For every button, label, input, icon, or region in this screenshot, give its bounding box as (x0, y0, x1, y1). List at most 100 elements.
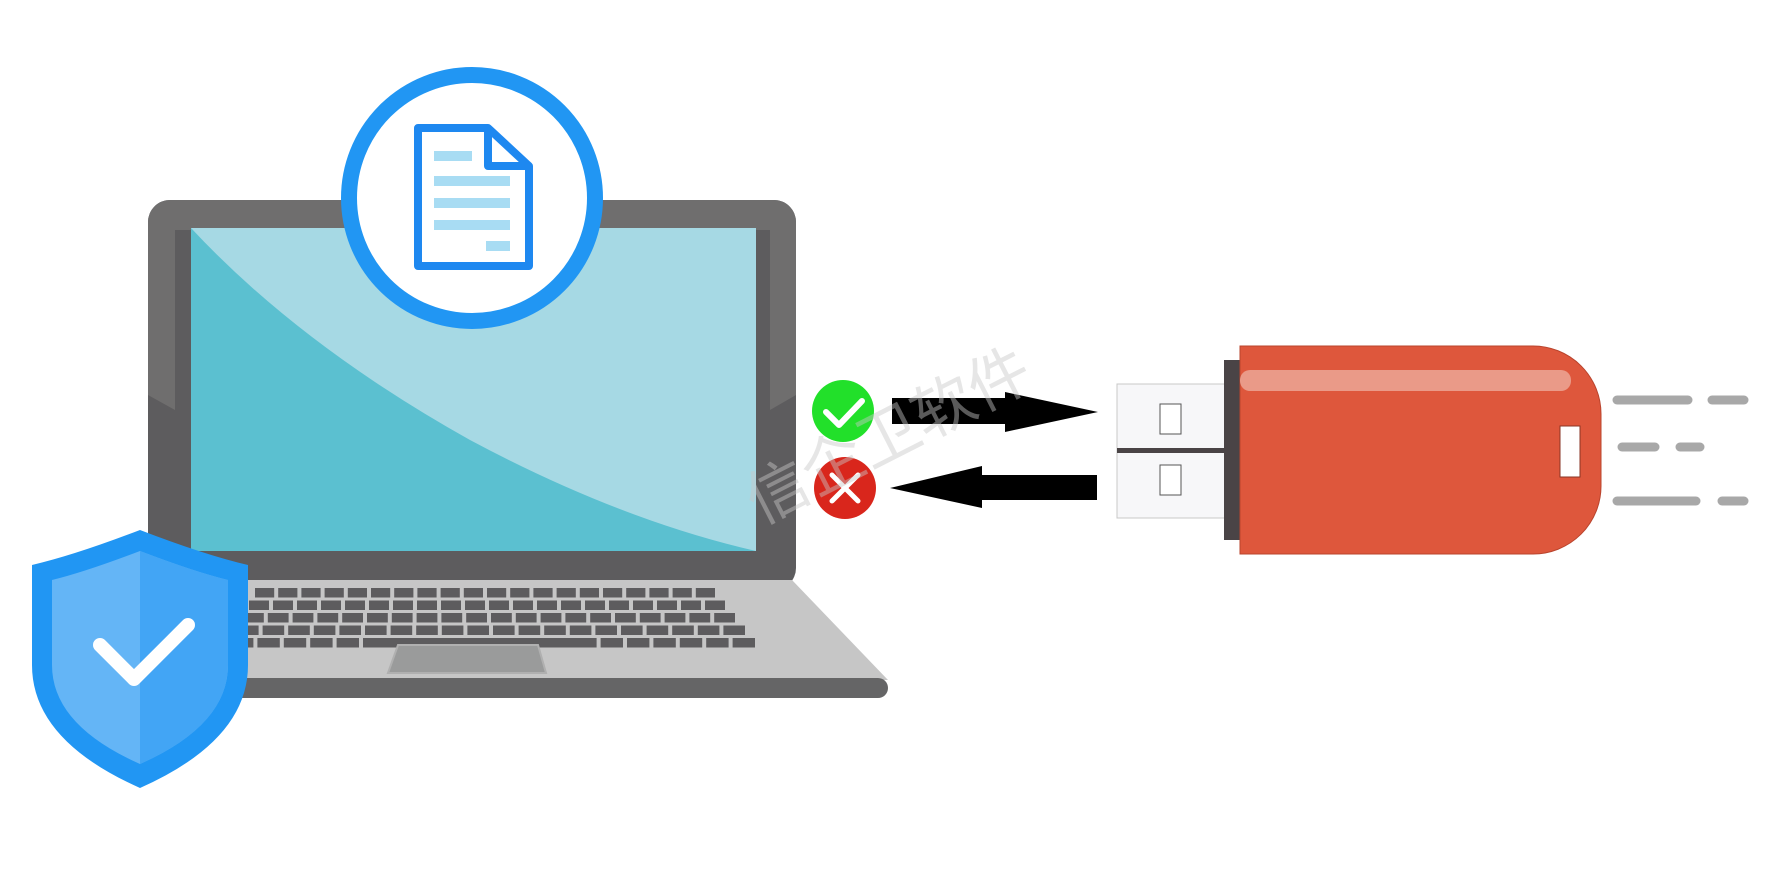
keyboard-key (321, 600, 341, 610)
keyboard-key (626, 588, 646, 598)
keyboard-key (257, 638, 280, 648)
usb-pin-upper (1159, 403, 1182, 435)
keyboard-key (441, 613, 463, 623)
document-icon (414, 124, 533, 270)
keyboard-key (417, 600, 437, 610)
keyboard-key (679, 638, 703, 648)
keyboard-key (646, 625, 669, 635)
keyboard-key (579, 588, 599, 598)
keyboard-key (467, 625, 489, 635)
keyboard-key (267, 613, 289, 623)
keyboard-key (324, 588, 344, 598)
keyboard-key (518, 625, 541, 635)
keyboard-key (371, 588, 391, 598)
keyboard-key (590, 613, 611, 623)
keyboard-key (463, 588, 483, 598)
keyboard-key (705, 600, 725, 610)
usb-body-shine (1240, 370, 1571, 391)
keyboard-key (513, 600, 533, 610)
keyboard-key (633, 600, 653, 610)
keyboard-key (537, 600, 557, 610)
keyboard-key (363, 638, 386, 648)
keyboard-key (585, 600, 605, 610)
keyboard-key (627, 638, 650, 648)
keyboard-key (345, 600, 365, 610)
keyboard-key (347, 588, 367, 598)
keyboard-key (313, 625, 336, 635)
check-circle (812, 380, 874, 442)
screen-glare (191, 228, 756, 551)
keyboard-key (565, 613, 587, 623)
keyboard-key (441, 625, 464, 635)
keyboard-key (262, 625, 285, 635)
keyboard-key (681, 600, 701, 610)
keyboard-key (301, 588, 321, 598)
keyboard-key (595, 625, 617, 635)
keyboard-key (391, 613, 413, 623)
keyboard-key (544, 625, 566, 635)
keyboard-key (493, 625, 515, 635)
keyboard-key (609, 600, 629, 610)
keyboard-key (283, 638, 307, 648)
keyboard-spacebar (380, 638, 590, 648)
keyboard-key (288, 625, 310, 635)
keyboard-key (723, 625, 745, 635)
keyboard-key (342, 613, 363, 623)
laptop (148, 200, 888, 698)
motion-lines (1612, 395, 1749, 506)
keyboard-key (672, 625, 694, 635)
usb-drive-icon (1116, 345, 1602, 555)
check-icon (823, 398, 865, 428)
keyboard-key (695, 588, 715, 598)
keyboard-key (394, 588, 414, 598)
keyboard-key (510, 588, 530, 598)
trackpad (386, 644, 548, 674)
usb-pin-lower (1159, 464, 1182, 496)
keyboard-key (297, 600, 317, 610)
keyboard-key (292, 613, 314, 623)
keyboard-key (243, 613, 264, 623)
keyboard-key (540, 613, 562, 623)
keyboard-key (393, 600, 413, 610)
keyboard-key (339, 625, 361, 635)
keyboard-key (273, 600, 293, 610)
keyboard-key (533, 588, 553, 598)
blocked-status (814, 457, 876, 519)
keyboard-key (621, 625, 643, 635)
keyboard-key (441, 600, 461, 610)
keyboard-key (417, 588, 437, 598)
keyboard-key (365, 625, 387, 635)
keyboard-key (249, 600, 269, 610)
keyboard-key (465, 600, 485, 610)
keyboard-key (489, 600, 509, 610)
arrow-incoming (890, 466, 1097, 508)
keyboard-key (416, 613, 438, 623)
shield-check-icon (32, 530, 248, 788)
keyboard-key (649, 588, 669, 598)
keyboard-key (556, 588, 576, 598)
keyboard-key (657, 600, 677, 610)
keyboard-key (600, 638, 623, 648)
usb-body (1239, 345, 1602, 555)
keyboard-key (664, 613, 686, 623)
keyboard-key (278, 588, 298, 598)
file-badge (341, 67, 603, 329)
keyboard-key (487, 588, 507, 598)
keyboard-key (317, 613, 339, 623)
keyboard-key (732, 638, 755, 648)
keyboard (231, 588, 755, 648)
keyboard-key (697, 625, 720, 635)
keyboard-key (367, 613, 388, 623)
keyboard-key (491, 613, 512, 623)
cross-icon (829, 472, 861, 504)
keyboard-key (603, 588, 623, 598)
keyboard-key (369, 600, 389, 610)
keyboard-key (615, 613, 636, 623)
keyboard-key (390, 625, 413, 635)
keyboard-key (672, 588, 692, 598)
laptop-base-edge (148, 678, 888, 698)
allowed-status (812, 380, 874, 442)
keyboard-key (440, 588, 460, 598)
usb-collar (1224, 360, 1242, 540)
